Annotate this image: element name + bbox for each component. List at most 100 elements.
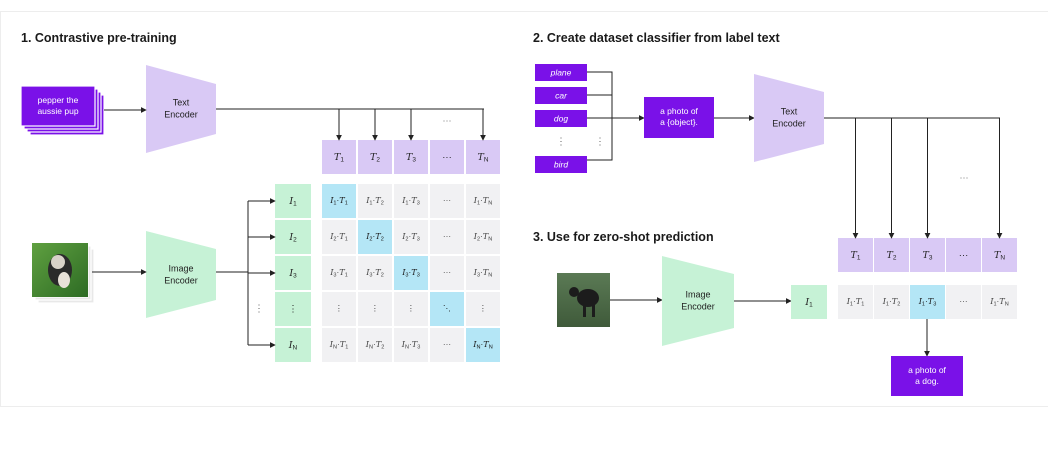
matrix-label-1-3: ··· <box>443 232 451 241</box>
panel1-t-cell-4 <box>466 140 500 174</box>
panel1-t-label-3: ··· <box>442 152 452 163</box>
query-dog-leg2 <box>592 305 595 317</box>
dog-face <box>51 255 65 269</box>
caption-text-line1: pepper the <box>38 95 79 105</box>
label-ellipsis: ⋮ <box>556 137 566 148</box>
image-encoder-2-label-line2: Encoder <box>681 301 715 311</box>
query-dog-leg1 <box>583 305 586 317</box>
panel1-i-cell-1 <box>275 220 311 254</box>
panel1-i-label-4: IN​ <box>288 340 298 352</box>
matrix-label-2-3: ··· <box>443 268 451 277</box>
panel2-t-label-3: ··· <box>959 250 969 261</box>
panel2-title: 2. Create dataset classifier from label … <box>533 31 780 45</box>
matrix-label-3-3: ⋱ <box>443 304 451 313</box>
matrix-label-2-1: I3​·T2​ <box>365 267 384 279</box>
panel2-t-label-4: TN​ <box>994 250 1005 262</box>
panel1-t-cell-1 <box>358 140 392 174</box>
text-encoder-1-label-line2: Encoder <box>164 109 198 119</box>
matrix-label-0-3: ··· <box>443 196 451 205</box>
image-encoder-1 <box>146 231 216 318</box>
panel3-title: 3. Use for zero-shot prediction <box>533 230 714 244</box>
matrix-label-3-0: ⋮ <box>335 304 343 313</box>
matrix-cell-0-4 <box>466 184 500 218</box>
matrix-label-4-1: IN​·T2​ <box>365 339 385 351</box>
caption-text-line2: aussie pup <box>37 106 78 116</box>
text-encoder-2 <box>754 74 824 162</box>
matrix-cell-2-1 <box>358 256 392 290</box>
matrix-label-1-1: I2​·T2​ <box>365 231 384 243</box>
label-text-0: plane <box>550 67 572 77</box>
image-encoder-1-label-line2: Encoder <box>164 275 198 285</box>
template-text-line2: a {object}. <box>660 117 698 127</box>
panel2-t-label-1: T2​ <box>887 250 897 262</box>
panel1-i-cell-2 <box>275 256 311 290</box>
matrix-label-4-0: IN​·T1​ <box>329 339 349 351</box>
top-divider <box>0 11 1048 12</box>
image-encoder-1-label-line1: Image <box>168 263 193 273</box>
score-cell-2 <box>910 285 945 319</box>
matrix-cell-1-1 <box>358 220 392 254</box>
image-encoder-2 <box>662 256 734 346</box>
matrix-label-3-1: ⋮ <box>371 304 379 313</box>
panel1-top-ellipsis: ··· <box>443 115 452 125</box>
image-encoder-2-label-line1: Image <box>685 289 710 299</box>
label-box-1 <box>535 87 587 104</box>
caption-card-3 <box>20 85 96 127</box>
matrix-label-4-4: IN​·TN​ <box>472 339 493 351</box>
score-cell-1 <box>874 285 909 319</box>
matrix-label-2-2: I3​·T3​ <box>401 267 420 279</box>
matrix-cell-2-4 <box>466 256 500 290</box>
score-label-4: I1​·TN​ <box>989 296 1009 308</box>
matrix-cell-0-2 <box>394 184 428 218</box>
panel1-i-label-0: I1​ <box>288 196 297 208</box>
template-text-line1: a photo of <box>660 106 698 116</box>
panel1-t-label-2: T3​ <box>406 152 416 164</box>
matrix-cell-2-0 <box>322 256 356 290</box>
score-cell-3 <box>946 285 981 319</box>
panel1-t-label-1: T2​ <box>370 152 380 164</box>
panel2-t-cell-1 <box>874 238 909 272</box>
label-box-4 <box>535 156 587 173</box>
label-ellipsis-right: ⋮ <box>595 137 605 148</box>
panel2-top-ellipsis: ··· <box>960 172 969 182</box>
text-encoder-1 <box>146 65 216 153</box>
bottom-divider <box>0 406 1048 407</box>
matrix-cell-2-2 <box>394 256 428 290</box>
matrix-label-0-1: I1​·T2​ <box>365 195 384 207</box>
matrix-label-4-2: IN​·T3​ <box>401 339 421 351</box>
matrix-cell-3-2 <box>394 292 428 326</box>
matrix-cell-3-3 <box>430 292 464 326</box>
text-encoder-2-label-line1: Text <box>781 106 798 116</box>
score-label-3: ··· <box>959 297 967 306</box>
matrix-label-1-2: I2​·T3​ <box>401 231 420 243</box>
query-dog-body <box>577 289 599 307</box>
score-cell-4 <box>982 285 1017 319</box>
matrix-cell-3-4 <box>466 292 500 326</box>
matrix-cell-0-0 <box>322 184 356 218</box>
panel2-t-cell-3 <box>946 238 981 272</box>
score-cell-0 <box>838 285 873 319</box>
label-text-2: dog <box>554 113 568 123</box>
label-text-4: bird <box>554 159 568 169</box>
matrix-cell-0-3 <box>430 184 464 218</box>
panel3-i1-label: I1​ <box>804 297 813 309</box>
matrix-label-3-2: ⋮ <box>407 304 415 313</box>
matrix-cell-4-3 <box>430 328 464 362</box>
prediction-text-line1: a photo of <box>908 365 946 375</box>
panel1-i-label-2: I3​ <box>288 268 297 280</box>
panel1-i-cell-4 <box>275 328 311 362</box>
label-text-1: car <box>555 90 568 100</box>
panel2-t-label-0: T1​ <box>851 250 861 262</box>
panel2-t-cell-4 <box>982 238 1017 272</box>
panel1-t-label-0: T1​ <box>334 152 344 164</box>
matrix-label-4-3: ··· <box>443 340 451 349</box>
score-label-1: I1​·T2​ <box>882 296 901 308</box>
matrix-cell-3-0 <box>322 292 356 326</box>
panel1-i-label-1: I2​ <box>288 232 297 244</box>
panel1-i-cell-0 <box>275 184 311 218</box>
panel2-t-cell-0 <box>838 238 873 272</box>
prediction-text-line2: a dog. <box>915 376 939 386</box>
template-box <box>644 97 714 138</box>
